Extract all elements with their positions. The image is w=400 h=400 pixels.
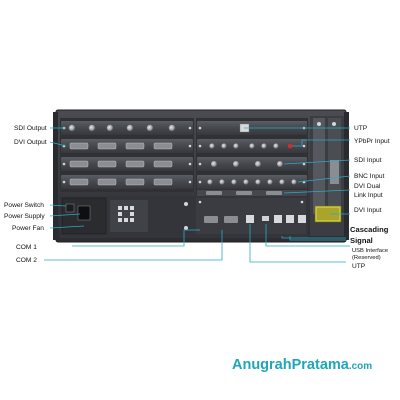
label-utp-bottom: UTP — [352, 263, 366, 270]
brand-name: AnugrahPratama — [232, 357, 349, 373]
left-labels: SDI Output DVI Output Power Switch Power… — [4, 125, 47, 264]
label-sdi-input: SDI Input — [354, 157, 382, 164]
label-power-fan: Power Fan — [12, 225, 44, 232]
label-dvi-dual-link-2: Link Input — [354, 192, 383, 199]
label-dvi-input: DVI Input — [354, 207, 382, 214]
label-power-supply: Power Supply — [4, 213, 45, 220]
sdi-output-connectors — [68, 124, 176, 132]
right-side-module — [313, 118, 342, 223]
label-power-switch: Power Switch — [4, 202, 44, 209]
label-com1: COM 1 — [16, 244, 37, 251]
dvi-output-connectors — [62, 126, 192, 186]
label-usb-interface-2: (Reserved) — [352, 255, 381, 261]
label-ypbpr-input: YPbPr Input — [354, 138, 390, 145]
control-card — [196, 198, 306, 234]
label-dvi-dual-link-1: DVI Dual — [354, 183, 381, 190]
label-cascading: Cascading — [350, 225, 389, 234]
dvi-dual-link-connectors — [197, 190, 307, 196]
label-utp-top: UTP — [354, 125, 368, 132]
power-module — [61, 197, 188, 235]
right-card-connectors — [198, 123, 306, 185]
leader-lines — [44, 127, 351, 263]
label-dvi-output: DVI Output — [14, 139, 47, 146]
label-usb-interface-1: USB Interface — [352, 248, 388, 254]
label-com2: COM 2 — [16, 257, 37, 264]
label-sdi-output: SDI Output — [14, 125, 47, 132]
label-bnc-input: BNC Input — [354, 173, 385, 180]
right-labels: UTP YPbPr Input SDI Input BNC Input DVI … — [350, 125, 390, 270]
label-signal: Signal — [350, 236, 373, 245]
brand-suffix: .com — [348, 361, 373, 372]
brand-logo: AnugrahPratama.com — [232, 357, 400, 377]
